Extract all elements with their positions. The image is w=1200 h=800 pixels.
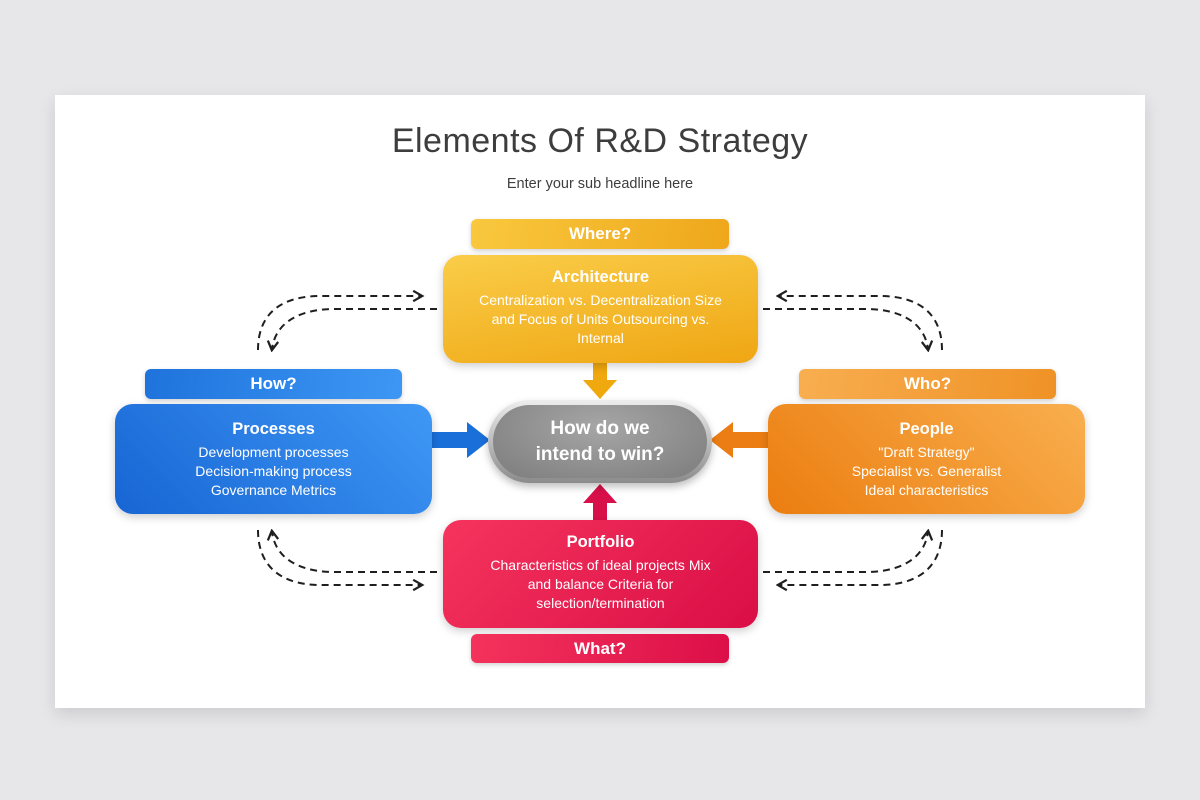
page-title: Elements Of R&D Strategy <box>391 122 809 160</box>
question-bar-what: What? <box>471 634 729 663</box>
node-architecture: Architecture Centralization vs. Decentra… <box>443 255 758 363</box>
node-portfolio-body: Characteristics of ideal projects Mix an… <box>490 557 711 612</box>
dashed-arrows-top-left <box>257 296 437 350</box>
center-node: How do we intend to win? <box>488 400 712 483</box>
node-portfolio-title: Portfolio <box>566 533 635 551</box>
question-bar-how-label: How? <box>250 374 297 393</box>
question-bar-who-label: Who? <box>903 374 952 393</box>
solid-arrow-bottom-icon <box>583 484 617 521</box>
node-people: People "Draft Strategy" Specialist vs. G… <box>768 404 1085 514</box>
question-bar-who: Who? <box>799 369 1056 399</box>
center-node-label: How do we intend to win? <box>493 405 707 478</box>
solid-arrow-right-icon <box>710 422 768 458</box>
dashed-arrows-bottom-left <box>257 530 437 585</box>
question-bar-where-label: Where? <box>568 224 632 243</box>
node-processes-title: Processes <box>232 420 315 438</box>
question-bar-how: How? <box>145 369 402 399</box>
node-people-body: "Draft Strategy" Specialist vs. Generali… <box>851 444 1002 499</box>
node-portfolio: Portfolio Characteristics of ideal proje… <box>443 520 758 628</box>
node-processes: Processes Development processes Decision… <box>115 404 432 514</box>
page-subtitle: Enter your sub headline here <box>506 176 694 192</box>
node-people-title: People <box>899 420 954 438</box>
question-bar-where: Where? <box>471 219 729 249</box>
question-bar-what-label: What? <box>574 638 626 658</box>
dashed-arrows-top-right <box>763 296 943 350</box>
dashed-arrows-bottom-right <box>763 530 943 585</box>
node-architecture-title: Architecture <box>551 268 650 286</box>
solid-arrow-top-icon <box>583 362 617 399</box>
solid-arrow-left-icon <box>432 422 490 458</box>
node-architecture-body: Centralization vs. Decentralization Size… <box>479 292 722 347</box>
node-processes-body: Development processes Decision-making pr… <box>195 444 352 499</box>
